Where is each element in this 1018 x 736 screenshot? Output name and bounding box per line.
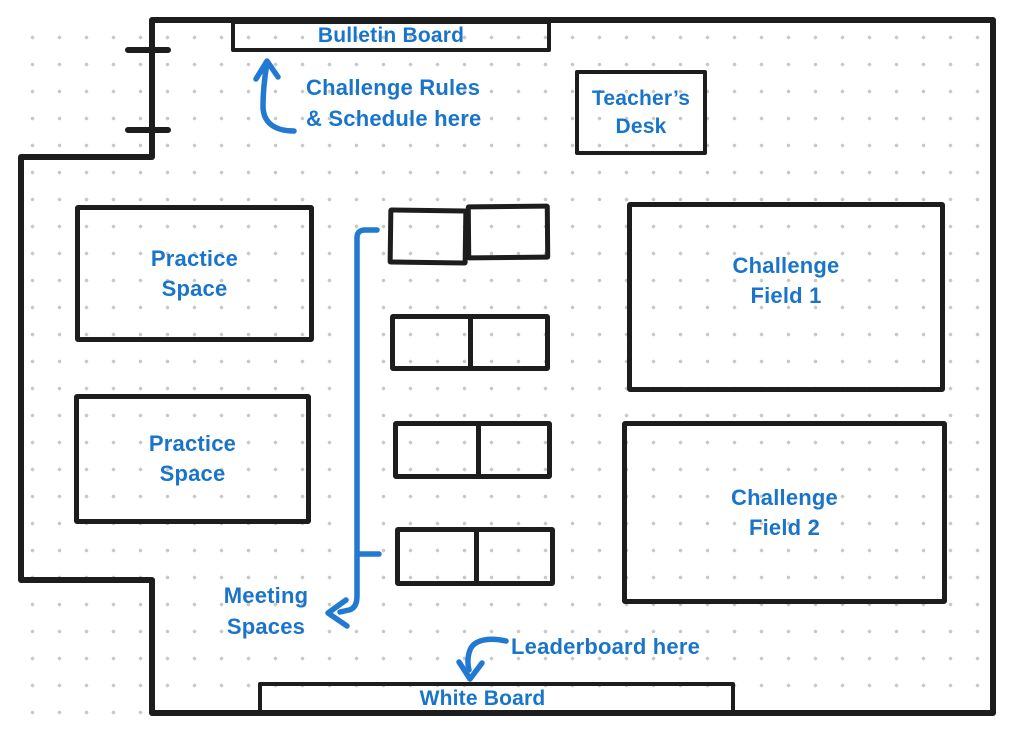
wall-outline: [18, 17, 996, 716]
door-marks: [125, 47, 171, 133]
table-divider: [474, 531, 479, 582]
white-board-label: White Board: [419, 686, 546, 710]
meeting-spaces-note: Meeting Spaces: [223, 583, 309, 639]
challenge-field-2: Challenge Field 2: [622, 421, 947, 604]
bracket-arrow-left-icon: [325, 227, 382, 629]
leaderboard-note: Leaderboard here: [511, 634, 701, 659]
bulletin-board: Bulletin Board: [231, 20, 551, 52]
challenge-field-1: Challenge Field 1: [627, 202, 945, 392]
bulletin-board-label: Bulletin Board: [317, 24, 465, 47]
practice-space-2-label: Practice Space: [148, 431, 237, 486]
meeting-table-4: [395, 527, 555, 586]
practice-space-1-label: Practice Space: [150, 245, 239, 301]
meeting-table-2: [390, 314, 550, 371]
table-divider: [476, 425, 481, 475]
rules-note: Challenge Rules & Schedule here: [306, 75, 482, 131]
challenge-field-2-label: Challenge Field 2: [731, 484, 838, 540]
teachers-desk-label: Teacher’s Desk: [591, 86, 691, 138]
curved-arrow-up-icon: [253, 58, 297, 134]
table-divider: [468, 318, 473, 367]
white-board: White Board: [258, 682, 735, 715]
practice-space-2: Practice Space: [74, 394, 311, 524]
curved-arrow-down-icon: [456, 636, 509, 682]
challenge-field-1-label: Challenge Field 1: [732, 253, 840, 308]
teachers-desk: Teacher’s Desk: [575, 70, 707, 155]
practice-space-1: Practice Space: [75, 205, 314, 342]
meeting-table-3: [393, 421, 552, 479]
